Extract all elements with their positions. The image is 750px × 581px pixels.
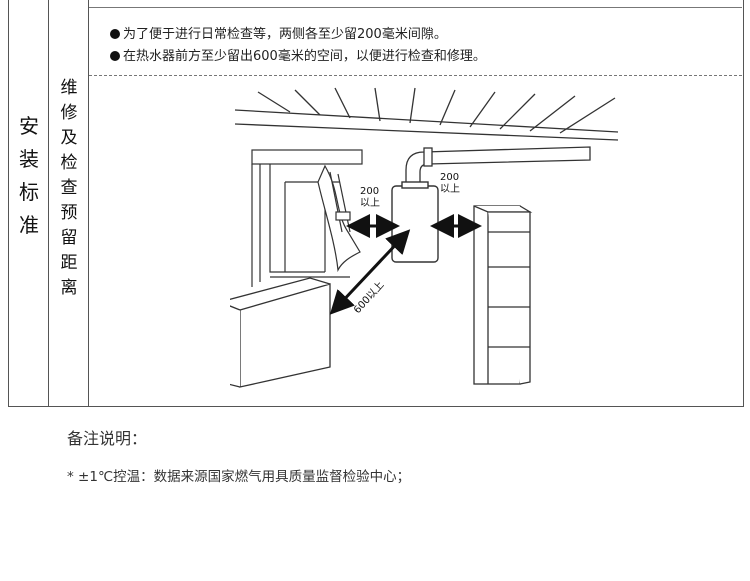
category-label: 安 装 标 准 [19,114,39,237]
notes-title: 备注说明： [67,429,148,448]
bullet-dot-icon [110,51,120,61]
clearance-arrows [329,214,482,315]
pipe-icon [405,146,591,187]
notes-item: * ±1℃控温：数据来源国家燃气用具质量监督检验中心； [67,469,411,485]
ceiling-icon [234,87,619,141]
spec-table-frame [8,0,744,407]
bullet-dot-icon [110,29,120,39]
top-row-divider [89,7,742,8]
curtain-icon [317,164,361,273]
right-gap-unit: 以上 [440,183,460,195]
dashed-divider [89,75,742,76]
bullet-front-clearance: 在热水器前方至少留出600毫米的空间，以便进行检查和修理。 [110,45,486,64]
installation-clearance-diagram: 200 以上 200 以上 600以上 [230,87,619,388]
bullet-side-clearance: 为了便于进行日常检查等，两侧各至少留200毫米间隙。 [110,23,447,42]
left-gap-unit: 以上 [360,197,380,209]
sub-category-label: 维 修 及 检 查 预 留 距 离 [60,78,78,298]
cabinet-icon [230,277,331,388]
column-divider-2 [88,0,89,406]
column-divider-1 [48,0,49,406]
right-gap-value: 200 [440,172,459,183]
left-gap-value: 200 [360,186,379,197]
shelf-unit-icon [473,205,533,385]
water-heater-icon [391,181,439,263]
